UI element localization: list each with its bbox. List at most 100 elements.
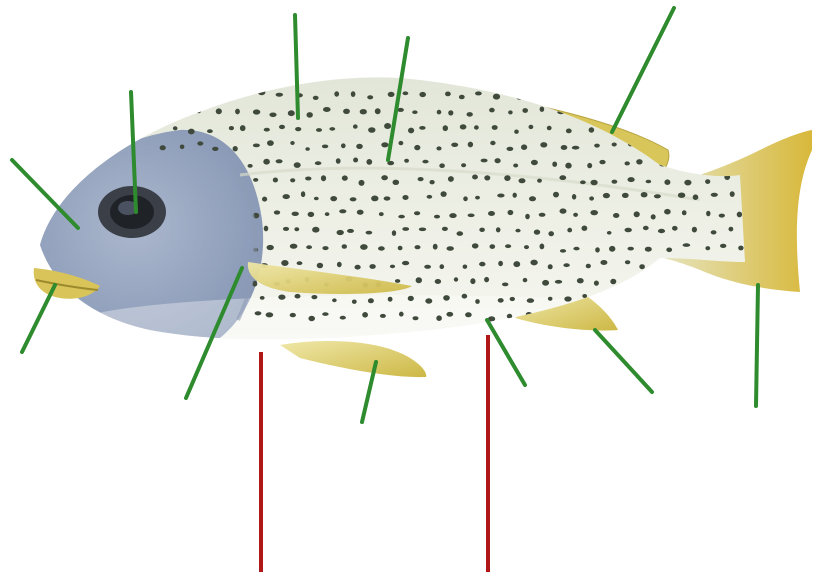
body-spot (730, 127, 734, 132)
body-spot (443, 295, 450, 301)
body-spot (470, 278, 475, 284)
body-spot (711, 230, 717, 234)
body-spot (514, 130, 519, 134)
body-spot (440, 264, 445, 269)
body-spot (446, 312, 453, 317)
body-spot (489, 108, 495, 113)
body-spot (229, 126, 234, 130)
body-spot (430, 180, 435, 184)
body-spot (352, 300, 357, 304)
body-spot (334, 91, 339, 96)
body-spot (461, 163, 466, 167)
body-spot (560, 249, 566, 253)
body-spot (263, 159, 270, 165)
body-spot (273, 178, 278, 183)
body-spot (316, 128, 322, 132)
body-spot (702, 312, 708, 316)
body-spot (573, 247, 579, 251)
body-spot (636, 159, 642, 164)
body-spot (388, 297, 393, 302)
body-spot (513, 261, 520, 267)
body-spot (768, 129, 775, 133)
body-spot (178, 112, 183, 116)
body-spot (664, 179, 670, 185)
body-spot (788, 294, 793, 299)
body-spot (652, 112, 658, 118)
body-spot (508, 110, 513, 114)
body-spot (322, 246, 328, 250)
body-spot (804, 126, 810, 131)
body-spot (233, 146, 238, 151)
body-spot (693, 95, 700, 99)
body-spot (784, 92, 788, 97)
body-spot (266, 312, 274, 317)
body-spot (283, 194, 290, 199)
body-spot (484, 175, 490, 180)
body-spot (378, 246, 385, 250)
body-spot (564, 296, 571, 301)
body-spot (448, 176, 454, 182)
body-spot (278, 295, 285, 300)
body-spot (384, 196, 391, 200)
body-spot (711, 193, 718, 197)
body-spot (643, 226, 649, 230)
body-spot (425, 298, 432, 303)
body-spot (529, 196, 536, 201)
body-spot (369, 264, 375, 269)
body-spot (267, 140, 274, 146)
body-spot (402, 195, 408, 200)
body-spot (283, 227, 289, 231)
body-spot (253, 144, 260, 148)
body-spot (495, 158, 501, 163)
body-spot (441, 191, 447, 197)
body-spot (290, 141, 294, 145)
body-spot (366, 231, 373, 235)
body-spot (795, 111, 801, 116)
body-spot (720, 244, 726, 248)
body-spot (539, 213, 546, 217)
body-spot (479, 228, 485, 232)
body-spot (188, 129, 195, 135)
body-spot (625, 228, 632, 233)
body-spot (547, 92, 554, 97)
body-spot (398, 215, 405, 219)
body-spot (659, 94, 664, 100)
body-spot (775, 110, 780, 115)
body-spot (341, 143, 346, 148)
body-spot (589, 127, 595, 132)
body-spot (379, 212, 384, 216)
body-spot (475, 91, 482, 95)
body-spot (439, 163, 445, 168)
body-spot (435, 279, 441, 284)
body-spot (591, 180, 598, 186)
body-spot (422, 160, 428, 164)
body-spot (367, 95, 373, 99)
body-spot (737, 212, 742, 218)
body-spot (681, 110, 687, 116)
body-spot (180, 145, 185, 150)
body-spot (323, 107, 331, 112)
body-spot (294, 227, 299, 231)
body-spot (662, 316, 669, 321)
body-spot (806, 194, 811, 198)
body-spot (313, 96, 319, 100)
body-spot (673, 297, 678, 303)
body-spot (295, 127, 301, 131)
body-spot (651, 214, 656, 219)
body-spot (322, 312, 328, 316)
body-spot (276, 93, 283, 97)
body-spot (567, 228, 572, 233)
body-spot (437, 110, 442, 115)
body-spot (513, 193, 517, 198)
body-spot (656, 264, 663, 269)
body-spot (507, 147, 514, 151)
body-spot (340, 316, 346, 320)
body-spot (362, 312, 368, 318)
body-spot (628, 313, 634, 317)
body-spot (613, 213, 619, 218)
body-spot (290, 313, 296, 317)
body-spot (418, 177, 424, 181)
body-spot (525, 214, 530, 220)
body-spot (402, 261, 409, 265)
